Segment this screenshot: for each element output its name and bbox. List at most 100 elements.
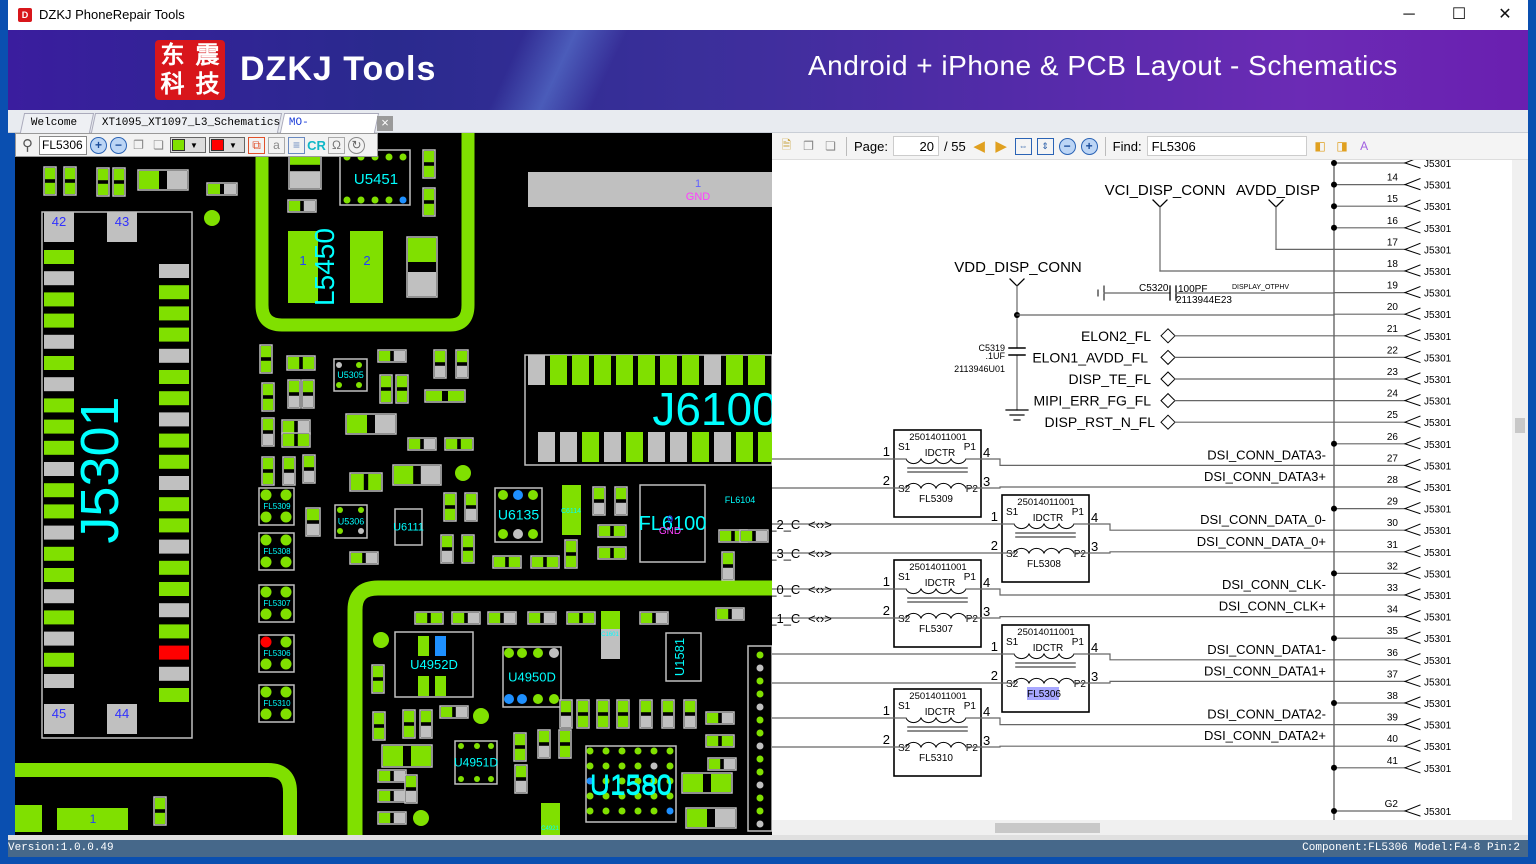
pad [618,701,628,713]
zoom-out-icon[interactable]: − [110,136,127,154]
pad [379,351,391,361]
font-icon[interactable]: A [1360,139,1369,153]
pad [351,474,364,490]
layers-icon[interactable]: ⧉ [248,136,265,154]
pad [616,502,626,514]
maximize-button[interactable]: ☐ [1451,6,1467,23]
find-input[interactable] [1146,136,1307,156]
wire [980,717,1335,726]
pad [435,676,446,696]
connector-ref: J5301 [1424,483,1452,494]
next-page-icon[interactable]: ▶ [995,138,1007,155]
find-next-icon[interactable]: ◨ [1336,139,1348,153]
fit-page-icon[interactable]: ⇕ [1036,137,1054,155]
paste-page-icon[interactable]: ❏ [825,139,836,153]
chevron-down-icon: ▼ [190,140,198,150]
omega-button[interactable]: Ω [328,136,345,154]
pad [758,432,772,462]
tab-label: Welcome [30,117,78,129]
find-prev-icon[interactable]: ◧ [1314,139,1326,153]
filter-type: IDCTR [925,578,956,589]
passive-component [541,803,560,835]
pad [303,395,313,407]
net-label: DSI_CONN_DATA3- [1207,447,1326,462]
offpage-connector-icon: <‹›> [808,517,832,532]
pin-number: 35 [1387,626,1399,637]
tab-schematics[interactable]: XT1095_XT1097_L3_Schematics [90,113,283,133]
pad [682,355,699,385]
wire [1088,551,1335,554]
pad [594,502,604,514]
cr-button[interactable]: CR [307,137,326,153]
close-button[interactable]: ✕ [1498,6,1512,23]
pin-number: 2 [991,668,998,683]
page-number-input[interactable] [892,136,939,156]
passive-component [562,485,581,535]
pin-number: 36 [1387,648,1399,659]
open-file-icon[interactable]: 🗎 [781,137,792,152]
mirror-page-icon[interactable]: ❏ [153,138,164,152]
connector-ref: J5301 [1424,461,1452,472]
pad [616,488,626,500]
zoom-in-icon[interactable]: + [90,136,107,154]
ball-pad [260,636,272,648]
vertical-scrollbar[interactable] [1512,160,1528,820]
horizontal-scroll-thumb[interactable] [995,823,1100,833]
text-icon[interactable]: a [268,136,285,154]
schematic-canvas[interactable]: J530114J530115J530116J530117J530118J5301… [772,160,1512,820]
pin-number: 23 [1387,367,1399,378]
component-search-input[interactable] [39,135,87,155]
ball-pad [586,777,594,785]
ball-pad [666,762,674,770]
tab-welcome[interactable]: Welcome [19,113,95,133]
pin-number: 4 [1091,640,1098,655]
pad [263,384,273,396]
connector-ref: J5301 [1424,764,1452,775]
flip-page-icon[interactable]: ❐ [133,138,144,152]
connector-arrow [1403,307,1421,320]
zoom-out-icon[interactable]: − [1058,137,1076,155]
filter-ref: FL5306 [1027,689,1061,700]
pad [302,357,314,369]
zoom-in-icon[interactable]: + [1080,137,1098,155]
horizontal-scrollbar[interactable] [772,820,1528,835]
pad [613,526,625,536]
rotate-icon[interactable]: ↻ [348,136,365,154]
pin-number: 33 [1387,583,1399,594]
net-label: DSI_CONN_DATA3+ [1204,469,1326,484]
pad [731,609,743,619]
color-select-highlight[interactable]: ▼ [209,137,245,153]
pin-number: 1 [883,703,890,718]
pin-number: 3 [1091,669,1098,684]
list-icon[interactable]: ≡ [288,136,305,154]
tab-close-icon[interactable]: × [377,116,393,131]
component-label: U5451 [354,171,398,188]
pad [44,377,74,392]
tab-mo-x2[interactable]: MO-X2(XT1097) [279,113,380,148]
wire [1088,523,1335,531]
color-select-primary[interactable]: ▼ [170,137,206,153]
cap-value: 100PF [1178,284,1207,295]
pad [460,439,472,449]
fit-width-icon[interactable]: ⇔ [1014,137,1032,155]
pin-number: 40 [1387,734,1399,745]
pin-number: G2 [1385,799,1399,810]
pin-number: 21 [1387,324,1399,335]
ball-pad [533,694,543,704]
copy-page-icon[interactable]: ❐ [803,139,814,153]
pad [44,462,74,476]
pad [726,355,743,385]
inductor-coil [905,587,967,595]
vertical-scroll-thumb[interactable] [1515,418,1525,433]
pad [516,766,526,778]
search-icon[interactable]: ⚲ [22,137,33,154]
minimize-button[interactable]: ─ [1403,6,1415,23]
net-label: DSI_CONN_DATA2- [1207,707,1326,722]
pin-label: S1 [1006,507,1019,518]
pad [467,613,479,623]
pad [707,713,719,723]
prev-page-icon[interactable]: ◀ [973,138,985,155]
